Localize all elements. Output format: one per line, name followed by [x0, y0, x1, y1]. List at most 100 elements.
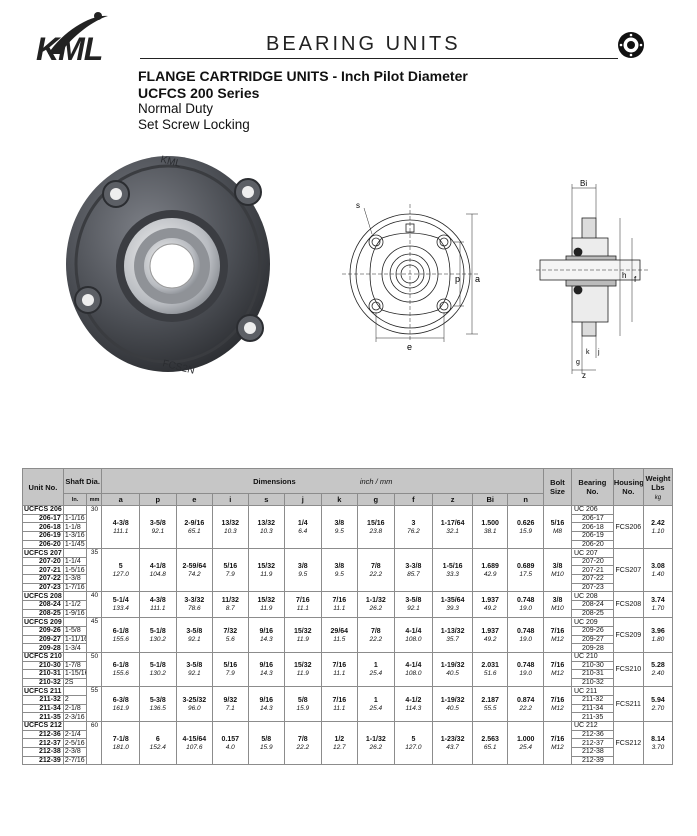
- bearing-no-cell: 209-27: [570, 634, 614, 645]
- label-g: g: [576, 359, 580, 366]
- col-dim-i: i: [212, 493, 249, 506]
- housing-no-cell: FCS209: [612, 617, 644, 653]
- unit-no-cell: 208-25: [22, 608, 64, 619]
- logo-text: KML: [36, 31, 102, 67]
- bearing-no-cell: UC 207: [570, 548, 614, 558]
- bearing-no-cell: 207-23: [570, 582, 614, 593]
- label-j: j: [597, 349, 600, 356]
- bearing-no-cell: 212-39: [570, 755, 614, 766]
- label-a: a: [475, 274, 480, 284]
- label-e: e: [407, 342, 412, 352]
- bearing-no-cell: 212-37: [570, 738, 614, 748]
- shaft-inch-cell: 2S: [62, 677, 88, 688]
- col-weight: Weight Lbs kg: [642, 468, 674, 506]
- unit-no-cell: 210-30: [22, 660, 64, 671]
- unit-no-cell: 207-23: [22, 582, 64, 593]
- unit-no-cell: 207-20: [22, 556, 64, 567]
- col-dim-s: s: [247, 493, 286, 506]
- col-housing-no: Housing No.: [612, 468, 644, 506]
- unit-no-cell: UCFCS 210: [22, 651, 64, 662]
- col-dim-f: f: [393, 493, 434, 506]
- housing-no-cell: FCS208: [612, 591, 644, 619]
- unit-no-cell: 211-35: [22, 712, 64, 722]
- col-shaft-dia: Shaft Dia.: [62, 468, 103, 494]
- unit-no-cell: 206-20: [22, 539, 64, 550]
- bearing-no-cell: UC 212: [570, 721, 614, 731]
- col-dim-p: p: [139, 493, 177, 506]
- unit-no-cell: 210-31: [22, 669, 64, 679]
- shaft-mm-cell: 30: [86, 504, 103, 550]
- units-label: inch / mm: [359, 476, 393, 486]
- shaft-inch-cell: 2-1/4: [62, 729, 88, 740]
- unit-no-cell: UCFCS 208: [22, 591, 64, 602]
- unit-no-cell: 211-34: [22, 703, 64, 714]
- bearing-no-cell: 209-26: [570, 625, 614, 636]
- bearing-no-cell: 206-20: [570, 539, 614, 550]
- bearing-no-cell: 211-35: [570, 712, 614, 722]
- shaft-inch-cell: 2-3/16: [62, 712, 88, 722]
- unit-no-cell: 212-39: [22, 755, 64, 766]
- unit-no-cell: 206-19: [22, 530, 64, 541]
- shaft-inch-cell: 1-1/8: [62, 522, 88, 532]
- col-dim-n: n: [507, 493, 545, 506]
- shaft-mm-cell: 40: [86, 591, 103, 619]
- label-z: z: [582, 371, 586, 378]
- housing-no-cell: FCS212: [612, 721, 644, 766]
- shaft-inch-cell: [62, 721, 88, 731]
- housing-no-cell: FCS210: [612, 651, 644, 688]
- col-dim-k: k: [320, 493, 359, 506]
- unit-no-cell: UCFCS 212: [22, 721, 64, 731]
- bearing-no-cell: UC 208: [570, 591, 614, 602]
- col-dim-z: z: [432, 493, 473, 506]
- unit-no-cell: UCFCS 209: [22, 617, 64, 627]
- shaft-inch-cell: 1-1/16: [62, 513, 88, 524]
- shaft-inch-cell: [62, 651, 88, 662]
- dimensions-label: Dimensions: [253, 476, 296, 486]
- shaft-inch-cell: 1-3/16: [62, 530, 88, 541]
- unit-no-cell: 209-26: [22, 625, 64, 636]
- unit-no-cell: 207-21: [22, 565, 64, 576]
- col-dimensions: Dimensions inch / mm: [101, 468, 545, 494]
- bearing-no-cell: 206-17: [570, 513, 614, 524]
- shaft-inch-cell: 2-3/8: [62, 746, 88, 757]
- bearing-no-cell: UC 209: [570, 617, 614, 627]
- kml-logo: KML: [36, 12, 108, 67]
